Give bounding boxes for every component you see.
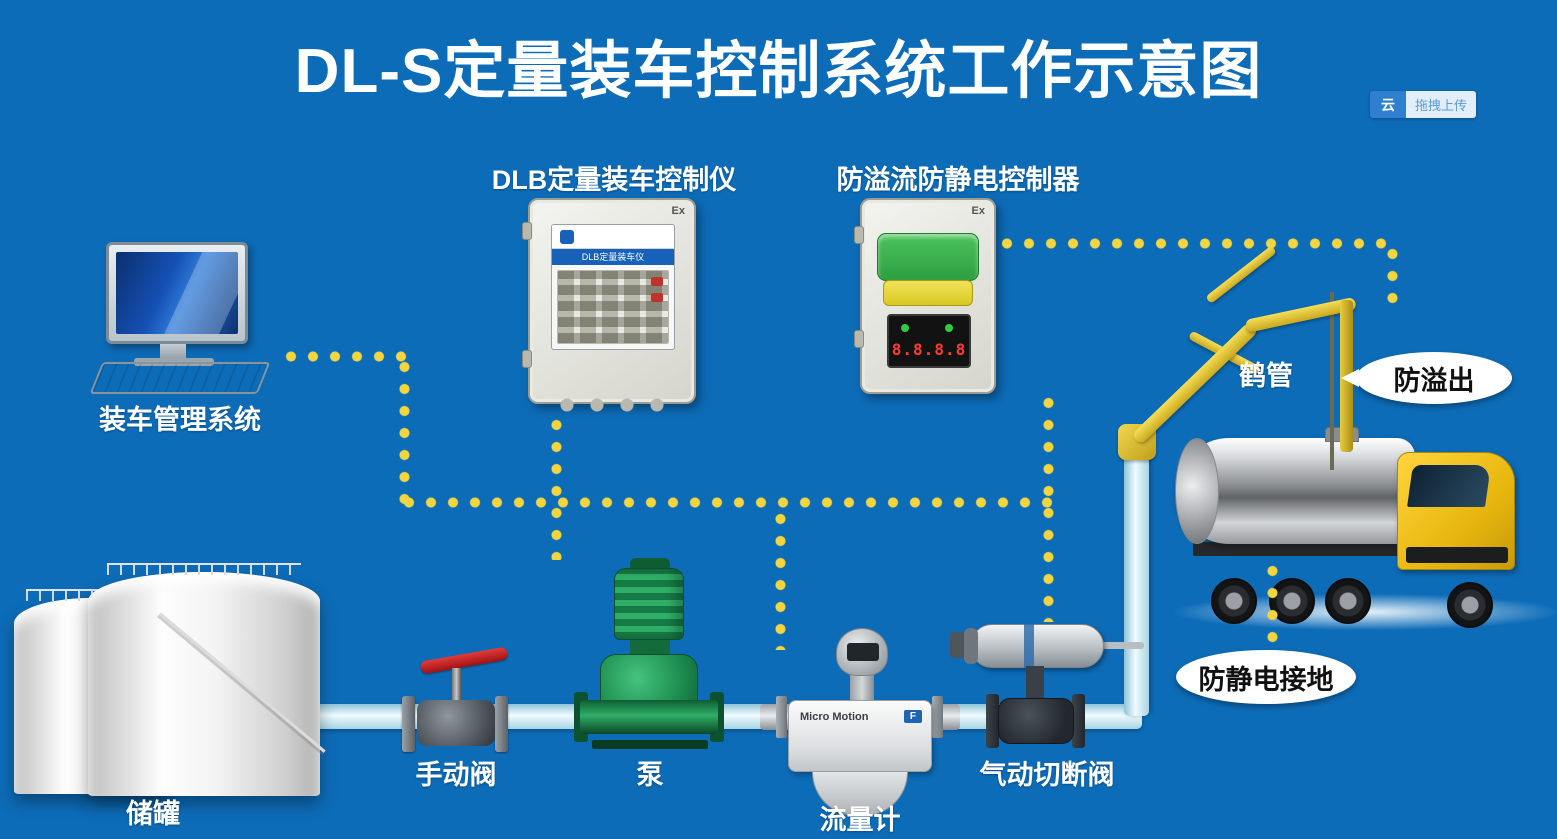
flow-meter: Micro Motion F <box>760 628 960 820</box>
truck-wheel <box>1211 578 1257 624</box>
label-loading-arm: 鹤管 <box>1239 361 1293 391</box>
cloud-upload-icon: 云 <box>1370 91 1406 118</box>
pump-motor <box>614 568 684 640</box>
arm-spring <box>1205 245 1277 305</box>
enclosure-hinge <box>522 222 532 240</box>
cab-grille <box>1406 547 1508 563</box>
cable-glands <box>552 396 672 414</box>
label-storage-tank: 储罐 <box>126 799 180 829</box>
computer-keyboard <box>89 362 271 394</box>
manual-valve <box>402 646 512 758</box>
signal-line-dlb <box>550 414 563 560</box>
cab-window <box>1407 465 1491 507</box>
keypad-red-key <box>651 293 663 302</box>
dlb-keypad <box>557 270 669 344</box>
ex-marking: Ex <box>671 205 685 217</box>
enclosure-hinge <box>854 330 864 348</box>
level-display: 8.8.8.8 <box>887 314 971 368</box>
pump-neck <box>630 640 670 656</box>
valve-body <box>417 700 495 746</box>
signal-line-computer-drop <box>398 356 411 506</box>
storage-tank-front <box>88 563 320 796</box>
transmitter-head <box>836 628 888 676</box>
pump-base <box>592 740 708 749</box>
riser-pipe <box>1124 450 1149 716</box>
valve-flange <box>986 694 999 748</box>
pump-pipe <box>580 700 718 734</box>
valve-handle <box>419 646 509 675</box>
pump <box>574 558 724 758</box>
upload-badge[interactable]: 云 拖拽上传 <box>1370 91 1477 118</box>
truck-cab <box>1397 452 1515 570</box>
upload-badge-label: 拖拽上传 <box>1406 91 1477 118</box>
flow-meter-body: Micro Motion F <box>788 700 932 772</box>
valve-body <box>998 698 1074 744</box>
enclosure-hinge <box>854 226 864 244</box>
label-flow-meter: 流量计 <box>819 805 901 835</box>
label-dlb-controller: DLB定量装车控制仪 <box>491 165 737 195</box>
computer-screen <box>116 252 238 334</box>
keypad-red-key <box>651 277 663 286</box>
truck-wheel <box>1325 578 1371 624</box>
pneumatic-valve <box>950 602 1147 760</box>
signal-line-grounding <box>1266 560 1279 652</box>
signal-line-overflow-probe <box>1386 243 1399 309</box>
indicator-cover-green <box>877 233 979 281</box>
diagram-title: DL-S定量装车控制系统工作示意图 <box>294 37 1263 106</box>
flow-meter-brand: Micro Motion <box>800 711 869 723</box>
signal-bus-line <box>398 496 1054 509</box>
label-pneumatic-valve: 气动切断阀 <box>979 760 1115 790</box>
tanker-truck <box>1175 418 1557 630</box>
flow-meter-model-badge: F <box>903 710 922 723</box>
signal-line-computer <box>280 350 412 363</box>
flow-meter-flange <box>776 696 787 738</box>
flow-meter-flange <box>932 696 943 738</box>
grounding-callout: 防静电接地 <box>1176 650 1356 704</box>
overflow-controller-device: Ex 8.8.8.8 <box>854 198 996 394</box>
computer-monitor <box>106 242 248 344</box>
label-manual-valve: 手动阀 <box>415 760 497 790</box>
dlb-logo <box>552 225 674 249</box>
valve-flange <box>1072 694 1085 748</box>
actuator-cap <box>964 628 978 664</box>
arm-mast <box>1330 292 1334 470</box>
label-pump: 泵 <box>636 760 664 790</box>
monitor-base <box>134 358 214 366</box>
overflow-callout: 防溢出 <box>1341 352 1512 404</box>
dlb-controller-device: Ex DLB定量装车仪 <box>522 198 696 414</box>
truck-tank-endcap <box>1175 438 1219 544</box>
monitor-stand <box>160 344 186 362</box>
label-computer: 装车管理系统 <box>99 405 261 435</box>
valve-flange <box>402 696 415 752</box>
display-digits: 8.8.8.8 <box>891 340 967 359</box>
grounding-callout-label: 防静电接地 <box>1198 664 1334 695</box>
pump-motor-cap <box>630 558 670 570</box>
actuator-band <box>1024 624 1034 668</box>
ex-marking: Ex <box>971 205 985 217</box>
signal-line-flow-meter <box>774 508 787 650</box>
actuator-cylinder <box>970 624 1104 668</box>
indicator-cover-yellow <box>883 280 973 306</box>
transmitter-display <box>847 643 879 661</box>
valve-stem <box>452 668 461 704</box>
actuator-rod <box>1102 642 1144 649</box>
valve-yoke <box>1026 666 1044 700</box>
signal-line-pneumatic-valve <box>1042 392 1055 622</box>
enclosure-hinge <box>522 350 532 368</box>
dlb-panel-title: DLB定量装车仪 <box>552 249 674 265</box>
dlb-front-panel: DLB定量装车仪 <box>551 224 675 350</box>
signal-line-overflow <box>996 237 1396 250</box>
callout-tail <box>1341 369 1359 387</box>
transmitter-neck <box>850 674 874 704</box>
overflow-callout-label: 防溢出 <box>1393 365 1475 396</box>
valve-flange <box>495 696 508 752</box>
label-overflow-controller: 防溢流防静电控制器 <box>836 165 1080 195</box>
truck-wheel <box>1447 582 1493 628</box>
